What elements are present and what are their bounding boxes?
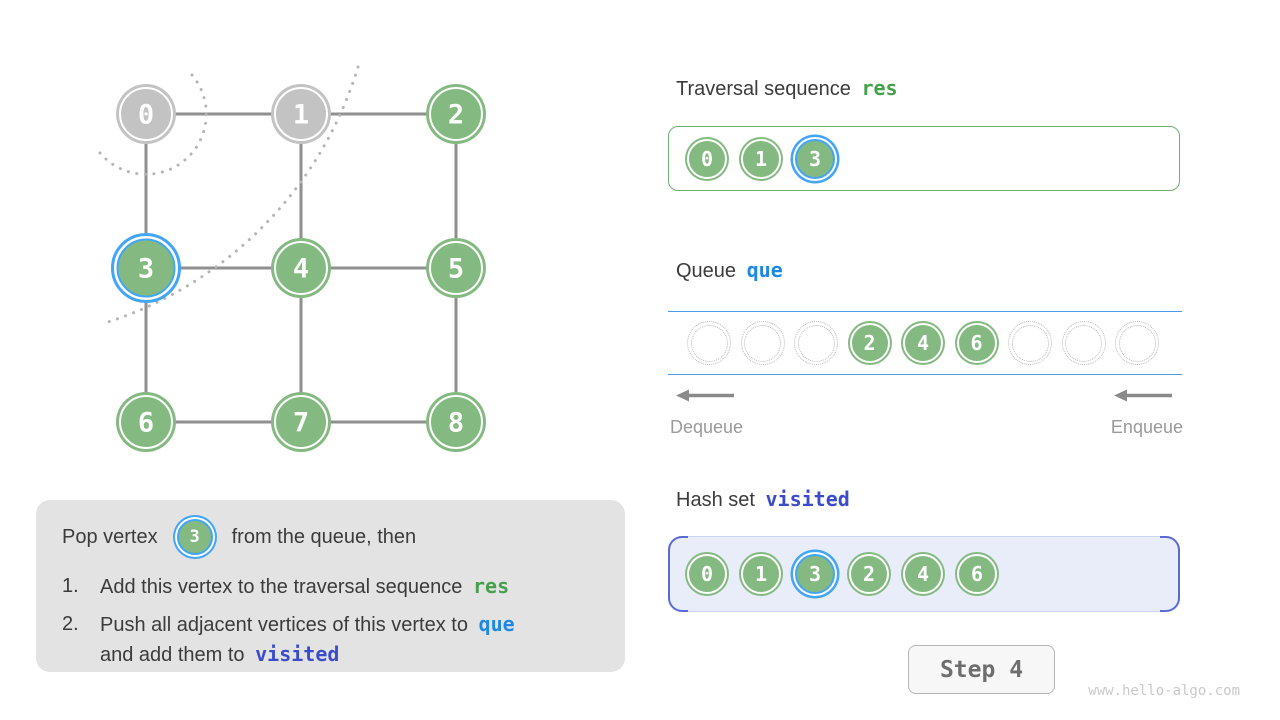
node-circle-6: 6	[957, 554, 997, 594]
enqueue-label: Enqueue	[1110, 417, 1183, 437]
hash-set-heading: Hash set visited	[676, 487, 850, 512]
note-item-1-text: Add this vertex to the traversal sequenc…	[100, 574, 510, 598]
note-item-2-marker: 2.	[62, 613, 79, 635]
svg-text:7: 7	[293, 408, 309, 439]
note-visited-code: visited	[255, 642, 340, 666]
node-circle-3: 3	[795, 138, 835, 179]
dequeue-arrow-icon	[676, 389, 734, 402]
svg-text:5: 5	[448, 254, 464, 285]
note-pop-vertex-text: Pop vertex	[62, 525, 158, 548]
note-item-2: 2. Push all adjacent vertices of this ve…	[62, 610, 599, 670]
node-circle-3: 3	[795, 554, 835, 594]
node-circle-0: 0	[687, 138, 727, 179]
svg-text:3: 3	[138, 254, 154, 285]
note-item-1-marker: 1.	[62, 575, 79, 597]
traversal-sequence-title: Traversal sequence	[676, 78, 851, 100]
node-circle-1: 1	[741, 554, 781, 594]
queue-empty-slot	[1008, 321, 1052, 365]
step-description-box: Pop vertex 3 from the queue, then 1. Add…	[36, 500, 625, 672]
visited-code-label: visited	[765, 487, 850, 511]
note-item-2-text: Push all adjacent vertices of this verte…	[100, 612, 515, 666]
graph-vertex-2: 2	[426, 84, 486, 144]
node-circle-0: 0	[687, 554, 727, 594]
graph-vertex-1: 1	[271, 84, 331, 144]
node-circle-6: 6	[956, 323, 997, 363]
queue-title: Queue	[676, 260, 737, 282]
bfs-frontier-arc	[98, 73, 208, 176]
queue-empty-slot	[1115, 321, 1159, 365]
note-vertex-3-circle: 3	[176, 519, 213, 555]
note-list: 1. Add this vertex to the traversal sequ…	[62, 572, 599, 670]
svg-text:1: 1	[293, 100, 309, 131]
queue-empty-slot	[794, 321, 838, 365]
svg-text:6: 6	[138, 408, 154, 439]
queue-empty-slot	[740, 321, 785, 365]
note-from-queue-text: from the queue, then	[231, 525, 417, 548]
graph-vertex-0: 0	[116, 84, 176, 144]
queue-empty-slot	[687, 321, 731, 365]
graph-vertex-8: 8	[426, 392, 486, 452]
graph-vertex-3: 3	[111, 233, 181, 303]
queue-empty-slot	[1061, 321, 1106, 365]
dequeue-label: Dequeue	[670, 417, 744, 437]
watermark-text: www.hello-algo.com	[1088, 683, 1240, 699]
hash-set-title: Hash set	[676, 489, 755, 511]
node-circle-1: 1	[741, 138, 781, 179]
note-que-code: que	[478, 612, 515, 636]
res-code-label: res	[861, 76, 898, 100]
queue-heading: Queue que	[676, 258, 783, 283]
svg-text:0: 0	[138, 100, 154, 131]
graph-vertex-7: 7	[271, 392, 331, 452]
note-item-1: 1. Add this vertex to the traversal sequ…	[62, 572, 599, 602]
graph-vertex-5: 5	[426, 238, 486, 298]
note-res-code: res	[472, 574, 510, 598]
enqueue-arrow-icon	[1114, 389, 1172, 402]
svg-text:4: 4	[293, 254, 309, 285]
node-circle-4: 4	[903, 323, 943, 363]
svg-text:2: 2	[448, 100, 464, 131]
node-circle-2: 2	[849, 323, 890, 363]
graph-vertex-6: 6	[116, 392, 176, 452]
step-button[interactable]: Step 4	[908, 645, 1055, 694]
graph-vertex-4: 4	[271, 238, 331, 298]
bfs-frontier-arc	[103, 65, 360, 325]
que-code-label: que	[746, 258, 783, 282]
node-circle-2: 2	[849, 554, 889, 594]
node-circle-4: 4	[903, 554, 943, 594]
svg-text:8: 8	[448, 408, 464, 439]
note-line-1: Pop vertex 3 from the queue, then	[62, 514, 599, 560]
traversal-sequence-heading: Traversal sequence res	[676, 76, 898, 101]
graph-diagram: 0 1 2 3 4 5 6 7 8	[98, 65, 486, 452]
